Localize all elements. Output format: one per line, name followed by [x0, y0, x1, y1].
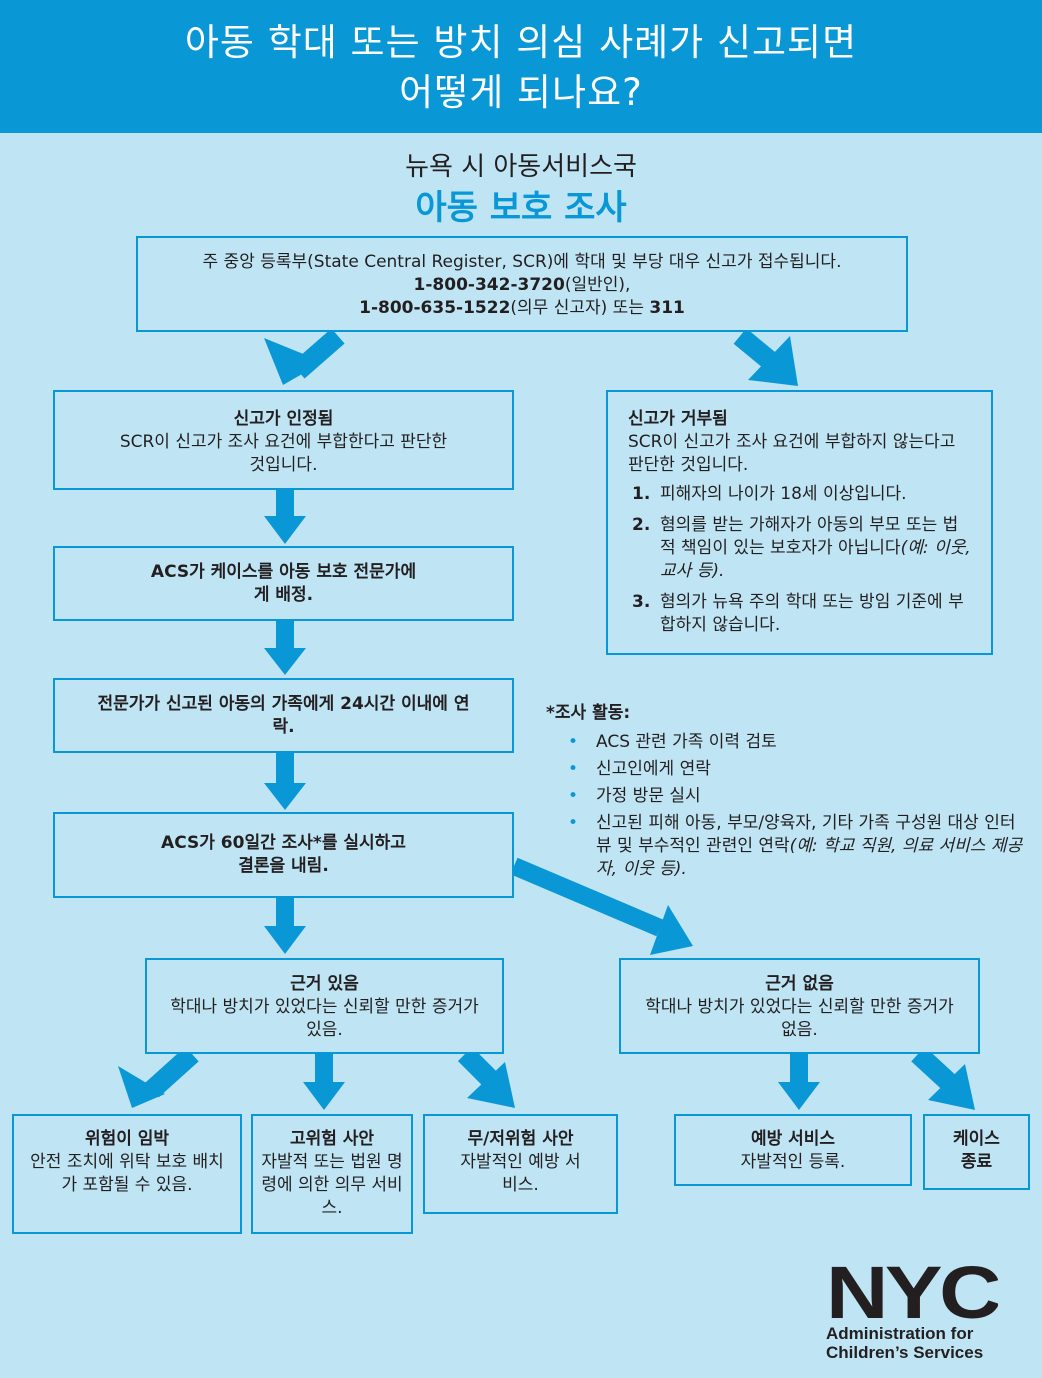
arrow-accepted-assign: [264, 490, 306, 544]
hotline-public: 1-800-342-3720: [413, 275, 565, 295]
imminent-text: 안전 조치에 위탁 보호 배치가 포함될 수 있음.: [30, 1152, 224, 1195]
activity-item: • ACS 관련 가족 이력 검토: [546, 731, 1026, 754]
investigation-box: ACS가 60일간 조사*를 실시하고 결론을 내림.: [53, 812, 514, 898]
arrow-assign-contact: [264, 621, 306, 675]
indicated-box: 근거 있음 학대나 방치가 있었다는 신뢰할 만한 증거가 있음.: [145, 958, 504, 1054]
rejected-reason-item: 1. 피해자의 나이가 18세 이상입니다.: [628, 483, 971, 506]
accepted-title: 신고가 인정됨: [233, 409, 334, 429]
high-risk-box: 고위험 사안 자발적 또는 법원 명령에 의한 의무 서비스.: [251, 1114, 413, 1234]
arrow-to-unfounded-head: [650, 905, 693, 955]
arrow-to-unfounded: [510, 857, 664, 937]
low-risk-text: 자발적인 예방 서비스.: [460, 1152, 581, 1195]
nyc-acs-logo: NYC Administration for Children’s Servic…: [826, 1262, 1006, 1362]
rejected-reason-item: 2. 혐의를 받는 가해자가 아동의 부모 또는 법적 책임이 있는 보호자가 …: [628, 514, 971, 583]
arrow-to-close-head: [928, 1064, 975, 1110]
rejected-reason-item: 3. 혐의가 뉴욕 주의 학대 또는 방임 기준에 부합하지 않습니다.: [628, 591, 971, 637]
preventive-title: 예방 서비스: [750, 1129, 836, 1149]
rejected-reasons: 1. 피해자의 나이가 18세 이상입니다. 2. 혐의를 받는 가해자가 아동…: [628, 483, 971, 637]
activity-item: • 가정 방문 실시: [546, 785, 1026, 808]
arrow-to-rejected-head: [748, 336, 798, 386]
arrow-contact-investigate: [264, 753, 306, 810]
report-rejected-box: 신고가 거부됨 SCR이 신고가 조사 요건에 부합하지 않는다고 판단한 것입…: [606, 390, 993, 655]
report-intake-box: 주 중앙 등록부(State Central Register, SCR)에 학…: [136, 236, 908, 332]
header-line-1: 아동 학대 또는 방치 의심 사례가 신고되면: [184, 21, 858, 64]
bullet-icon: •: [568, 813, 579, 833]
nyc-logo-mark: NYC: [826, 1262, 998, 1324]
arrow-to-imminent: [145, 1046, 199, 1098]
arrow-to-prevent: [778, 1054, 820, 1110]
imminent-title: 위험이 임박: [84, 1129, 170, 1149]
high-risk-title: 고위험 사안: [289, 1129, 375, 1149]
activity-text: 가정 방문 실시: [596, 786, 701, 806]
case-closed-box: 케이스 종료: [923, 1114, 1030, 1190]
unfounded-text: 학대나 방치가 있었다는 신뢰할 만한 증거가 없음.: [645, 997, 954, 1040]
case-closed-title: 케이스 종료: [953, 1129, 1000, 1172]
activities-title: *조사 활동:: [546, 703, 631, 723]
assign-text: ACS가 케이스를 아동 보호 전문가에게 배정.: [150, 562, 417, 605]
activity-text: 신고인에게 연락: [596, 759, 711, 779]
activity-example: (예: 학교 직원, 의료 서비스 제공자, 이웃 등).: [596, 836, 1023, 879]
contact-text: 전문가가 신고된 아동의 가족에게 24시간 이내에 연락.: [97, 694, 470, 737]
hotline-mandated: 1-800-635-1522: [359, 298, 511, 318]
bullet-icon: •: [568, 759, 579, 779]
activity-text: ACS 관련 가족 이력 검토: [596, 732, 777, 752]
preventive-services-box: 예방 서비스 자발적인 등록.: [674, 1114, 912, 1186]
rejected-text: SCR이 신고가 조사 요건에 부합하지 않는다고 판단한 것입니다.: [628, 432, 956, 475]
bullet-icon: •: [568, 786, 579, 806]
hotline-mandated-label: (의무 신고자) 또는: [510, 298, 650, 318]
high-risk-text: 자발적 또는 법원 명령에 의한 의무 서비스.: [261, 1152, 403, 1218]
hotline-311: 311: [649, 298, 685, 318]
investigation-activities: *조사 활동: • ACS 관련 가족 이력 검토 • 신고인에게 연락 • 가정 방…: [546, 702, 1026, 885]
activity-text: 신고된 피해 아동, 부모/양육자, 기타 가족 구성원 대상 인터뷰 및 부수…: [596, 813, 1016, 856]
activity-item: • 신고된 피해 아동, 부모/양육자, 기타 가족 구성원 대상 인터뷰 및 부…: [546, 812, 1026, 881]
rejected-reason-text: 혐의가 뉴욕 주의 학대 또는 방임 기준에 부합하지 않습니다.: [660, 592, 964, 635]
investigation-text: ACS가 60일간 조사*를 실시하고 결론을 내림.: [161, 833, 406, 876]
indicated-text: 학대나 방치가 있었다는 신뢰할 만한 증거가 있음.: [170, 997, 479, 1040]
rejected-reason-text: 피해자의 나이가 18세 이상입니다.: [660, 484, 907, 504]
imminent-risk-box: 위험이 임박 안전 조치에 위탁 보호 배치가 포함될 수 있음.: [12, 1114, 242, 1234]
rejected-reason-example: (예: 이웃, 교사 등).: [660, 538, 971, 581]
page-title: 아동 보호 조사: [415, 188, 627, 228]
header-line-2: 어떻게 되나요?: [399, 71, 643, 114]
logo-line-2: Children’s Services: [826, 1343, 984, 1362]
indicated-title: 근거 있음: [290, 974, 359, 994]
low-risk-title: 무/저위험 사안: [467, 1129, 574, 1149]
bullet-icon: •: [568, 732, 579, 752]
agency-subtitle: 뉴욕 시 아동서비스국: [405, 152, 637, 182]
rejected-reason-text: 혐의를 받는 가해자가 아동의 부모 또는 법적 책임이 있는 보호자가 아닙니…: [660, 515, 959, 558]
arrow-to-accepted-head: [264, 338, 323, 385]
report-accepted-box: 신고가 인정됨 SCR이 신고가 조사 요건에 부합한다고 판단한 것입니다.: [53, 390, 514, 490]
logo-line-1: Administration for: [826, 1324, 974, 1343]
rejected-reason-number: 2.: [632, 515, 651, 535]
arrow-to-low-head: [467, 1062, 515, 1108]
arrow-to-imminent-head: [118, 1066, 165, 1108]
rejected-title: 신고가 거부됨: [628, 409, 728, 429]
unfounded-box: 근거 없음 학대나 방치가 있었다는 신뢰할 만한 증거가 없음.: [619, 958, 980, 1054]
rejected-reason-number: 3.: [632, 592, 651, 612]
assign-specialist-box: ACS가 케이스를 아동 보호 전문가에게 배정.: [53, 546, 514, 621]
arrow-investigate-indicated: [264, 898, 306, 954]
intake-text: 주 중앙 등록부(State Central Register, SCR)에 학…: [202, 252, 842, 272]
contact-family-box: 전문가가 신고된 아동의 가족에게 24시간 이내에 연락.: [53, 678, 514, 753]
rejected-reason-number: 1.: [632, 484, 651, 504]
activities-list: • ACS 관련 가족 이력 검토 • 신고인에게 연락 • 가정 방문 실시 • 신고…: [546, 731, 1026, 881]
preventive-text: 자발적인 등록.: [740, 1152, 846, 1172]
hotline-public-label: (일반인),: [564, 275, 631, 295]
low-risk-box: 무/저위험 사안 자발적인 예방 서비스.: [423, 1114, 618, 1214]
activity-item: • 신고인에게 연락: [546, 758, 1026, 781]
nyc-logo-text: NYC: [826, 1262, 998, 1324]
arrow-to-high: [303, 1054, 345, 1110]
page-header: 아동 학대 또는 방치 의심 사례가 신고되면 어떻게 되나요?: [0, 0, 1042, 133]
unfounded-title: 근거 없음: [765, 974, 834, 994]
accepted-text: SCR이 신고가 조사 요건에 부합한다고 판단한 것입니다.: [119, 432, 448, 475]
